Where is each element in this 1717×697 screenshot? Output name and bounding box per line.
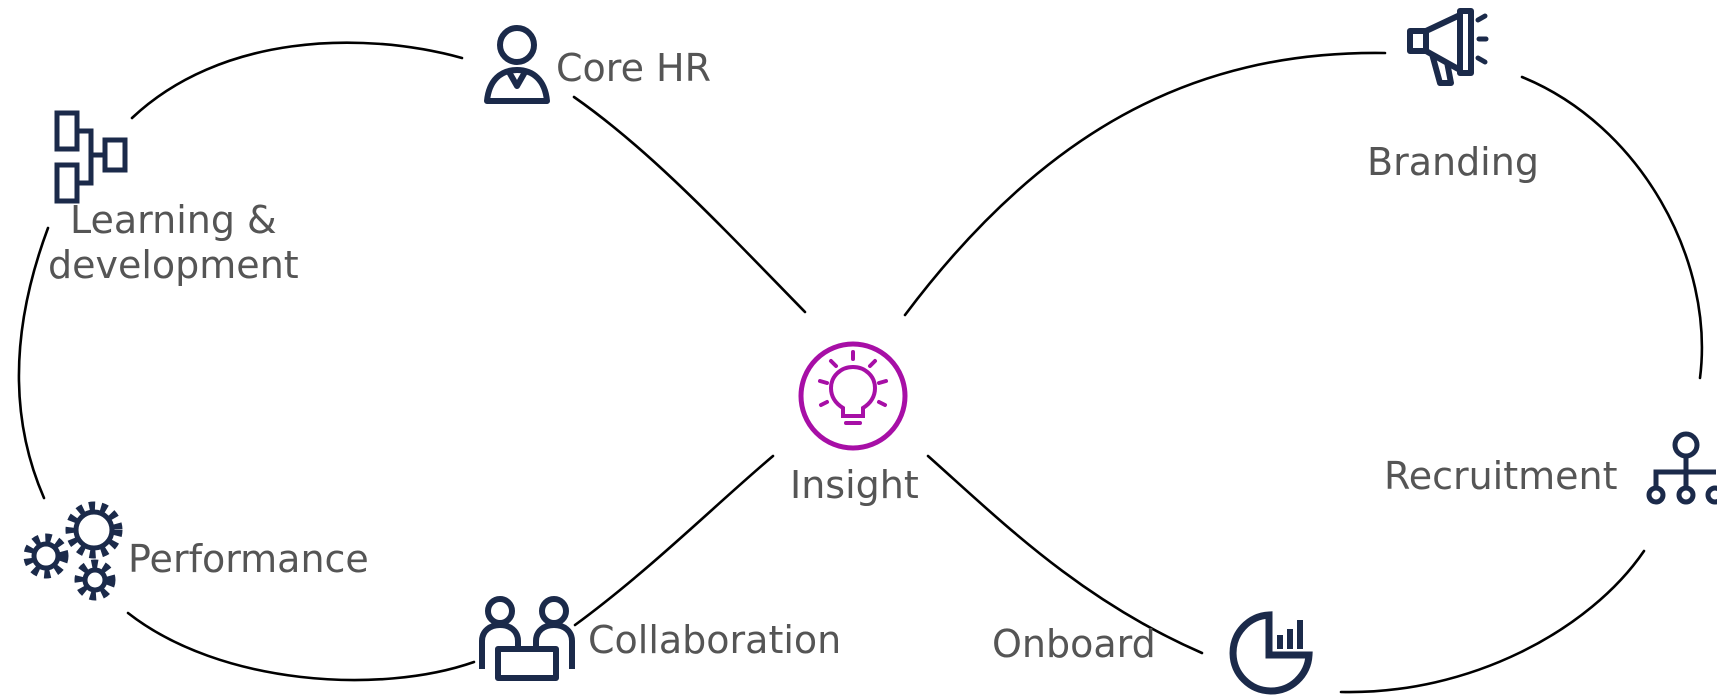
megaphone-icon bbox=[1406, 8, 1514, 86]
connector-core-hr-to-learning bbox=[130, 41, 464, 120]
org-chart-icon bbox=[54, 110, 128, 204]
onboard-label: Onboard bbox=[992, 622, 1156, 666]
connector-collaboration-to-insight bbox=[573, 454, 775, 627]
connector-branding-to-insight bbox=[903, 51, 1387, 317]
learning-label-line-2: development bbox=[48, 242, 299, 287]
branding-label: Branding bbox=[1367, 140, 1539, 184]
lightbulb-icon bbox=[797, 340, 909, 452]
connector-learning-to-performance bbox=[17, 226, 50, 500]
person-badge-icon bbox=[484, 24, 550, 104]
recruitment-label: Recruitment bbox=[1384, 454, 1618, 498]
connector-onboard-to-recruitment bbox=[1339, 549, 1646, 694]
pie-chart-icon bbox=[1229, 611, 1315, 697]
connector-performance-to-collaboration bbox=[126, 611, 476, 682]
learning-label-line-1: Learning & bbox=[70, 198, 277, 242]
connector-recruitment-to-branding bbox=[1520, 75, 1704, 380]
collaboration-label: Collaboration bbox=[588, 618, 842, 662]
connector-core-hr-to-insight bbox=[572, 95, 807, 314]
hierarchy-icon bbox=[1646, 431, 1717, 505]
learning-development-label: Learning & development bbox=[48, 198, 299, 288]
core-hr-label: Core HR bbox=[556, 46, 712, 90]
gears-icon bbox=[22, 500, 128, 606]
two-people-desk-icon bbox=[478, 595, 576, 681]
insight-label: Insight bbox=[790, 463, 919, 507]
performance-label: Performance bbox=[128, 537, 369, 581]
connector-insight-to-onboard bbox=[926, 454, 1204, 655]
